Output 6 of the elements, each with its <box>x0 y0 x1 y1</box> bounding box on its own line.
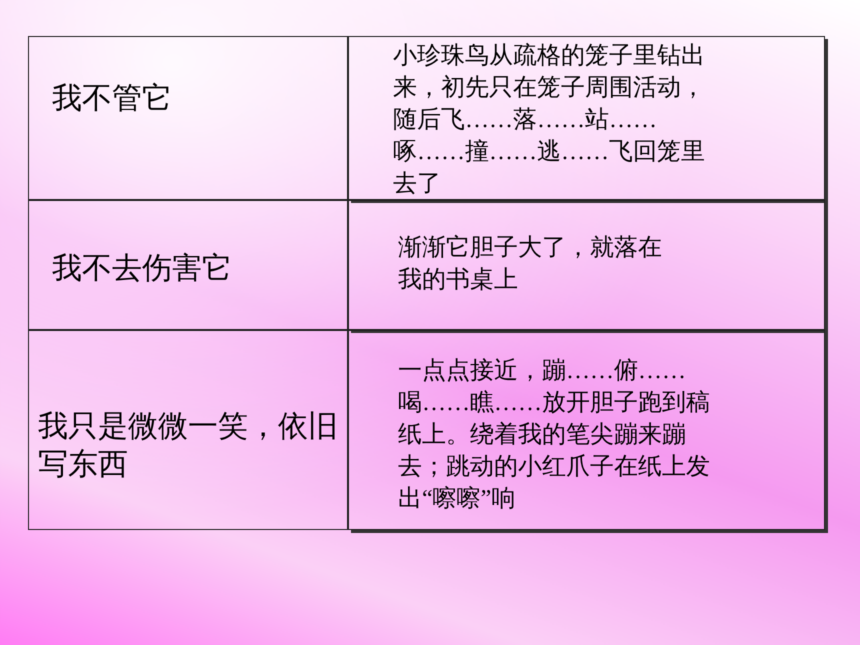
description-text: 一点点接近，蹦……俯……喝……瞧……放开胆子跑到稿纸上。绕着我的笔尖蹦来蹦去；跳动的小红爪子在纸上发出“嚓嚓”响 <box>398 357 711 514</box>
description-text: 渐渐它胆子大了，就落在我的书桌上 <box>398 234 663 295</box>
row-heading: 我只是微微一笑，依旧写东西 <box>38 408 339 484</box>
description-text: 小珍珠鸟从疏格的笼子里钻出来，初先只在笼子周围活动，随后飞……落……站……啄……撞……逃……飞回笼里去了 <box>393 42 706 199</box>
row-heading: 我不管它 <box>52 80 173 118</box>
row-heading: 我不去伤害它 <box>52 250 233 288</box>
